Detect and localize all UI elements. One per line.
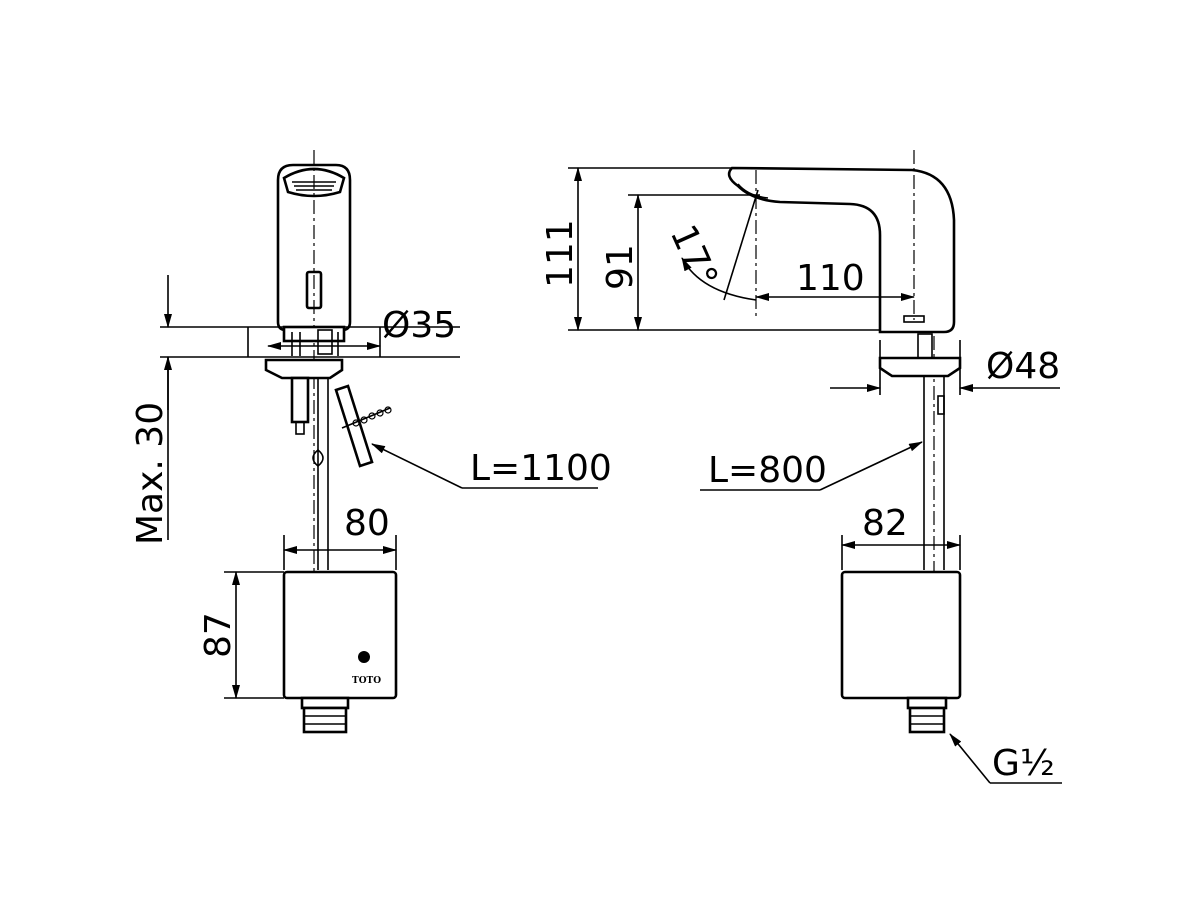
control-box-front: TOTO <box>282 570 398 734</box>
angle-label: 17° <box>662 219 725 294</box>
mounting-hardware <box>264 358 344 570</box>
valve-wing-nut <box>334 384 392 468</box>
side-view: 111 91 17° 110 Ø48 L=800 <box>540 150 1062 784</box>
front-view: Ø35 Max. 30 L=1100 <box>130 150 612 734</box>
front-box-height-label: 87 <box>198 612 239 658</box>
total-height-label: 111 <box>540 219 581 288</box>
brand-label: TOTO <box>352 676 381 686</box>
side-diameter-label: Ø48 <box>986 346 1060 387</box>
faucet-body-side <box>727 166 956 334</box>
mounting-flange-side <box>878 333 962 570</box>
control-box-side <box>840 570 962 734</box>
mount-thickness-label: Max. 30 <box>130 402 171 545</box>
front-hose-length-label: L=1100 <box>470 448 612 489</box>
indicator-dot <box>358 651 370 663</box>
connection-label: G½ <box>992 743 1055 784</box>
side-hose-length-label: L=800 <box>708 450 827 491</box>
front-box-width-label: 80 <box>344 503 390 544</box>
side-box-width-label: 82 <box>862 503 908 544</box>
reach-label: 110 <box>796 258 865 299</box>
outlet-height-label: 91 <box>600 244 641 290</box>
front-diameter-label: Ø35 <box>382 305 456 346</box>
